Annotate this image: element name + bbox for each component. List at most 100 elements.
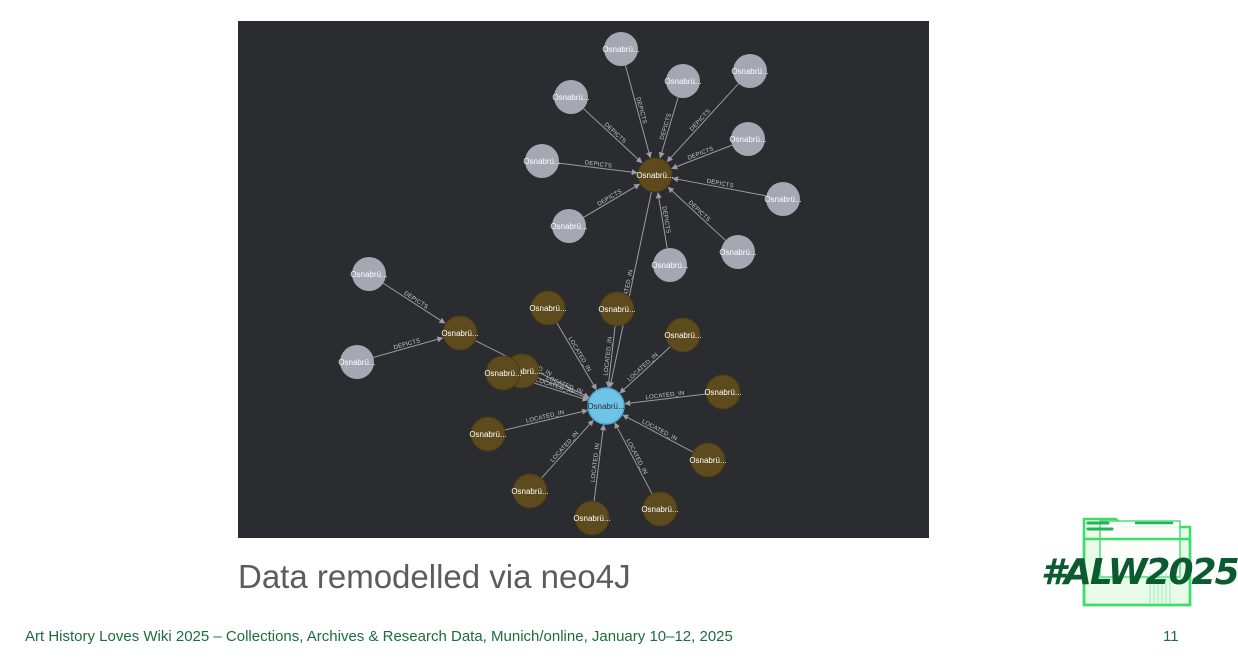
node-label: Osnabrü... — [731, 67, 768, 76]
edge-hub-top-to-center[interactable] — [608, 191, 652, 389]
graph-node-b6[interactable]: Osnabrü... — [469, 416, 507, 452]
node-label: Osnabrü... — [729, 135, 766, 144]
edge-label-located_in: LOCATED_IN — [550, 431, 581, 464]
edge-label-depicts: DEPICTS — [687, 200, 711, 223]
graph-node-t5[interactable]: Osnabrü... — [729, 122, 767, 156]
edge-label-located_in: LOCATED_IN — [645, 391, 685, 402]
node-circle — [552, 209, 586, 243]
graph-node-t2[interactable]: Osnabrü... — [664, 64, 702, 98]
edge-b8-to-center[interactable] — [540, 419, 594, 479]
graph-node-t7[interactable]: Osnabrü... — [764, 182, 802, 216]
edge-t9-to-hub-top[interactable] — [667, 186, 726, 241]
node-circle — [705, 374, 741, 410]
graph-node-b7[interactable]: Osnabrü... — [689, 442, 727, 478]
node-circle — [485, 355, 521, 391]
graph-node-b2[interactable]: Osnabrü... — [598, 291, 636, 327]
node-circle — [512, 473, 548, 509]
graph-node-b8[interactable]: Osnabrü... — [511, 473, 549, 509]
graph-node-b3[interactable]: Osnabrü... — [664, 317, 702, 353]
edge-b5-to-center[interactable] — [624, 393, 707, 407]
node-circle — [731, 122, 765, 156]
edge-t3-to-hub-top[interactable] — [666, 83, 739, 163]
edge-label-depicts: DEPICTS — [393, 338, 421, 351]
graph-node-l2[interactable]: Osnabrü... — [338, 345, 376, 379]
node-label: Osnabrü... — [587, 402, 624, 411]
node-label: Osnabrü... — [764, 195, 801, 204]
edge-b7-to-center[interactable] — [622, 414, 694, 453]
graph-node-b9[interactable]: Osnabrü... — [641, 491, 679, 527]
node-label: Osnabrü... — [469, 430, 506, 439]
graph-node-l1[interactable]: Osnabrü... — [350, 257, 388, 291]
edge-t5-to-hub-top[interactable] — [671, 144, 733, 170]
node-label: Osnabrü... — [689, 456, 726, 465]
graph-node-t9[interactable]: Osnabrü... — [719, 235, 757, 269]
node-circle — [642, 491, 678, 527]
node-circle — [690, 442, 726, 478]
node-label: Osnabrü... — [552, 93, 589, 102]
edge-t10-to-hub-top[interactable] — [655, 192, 668, 249]
hashtag-label: #ALW2025 — [1041, 552, 1238, 593]
graph-node-t10[interactable]: Osnabrü... — [651, 248, 689, 282]
edge-label-located_in: LOCATED_IN — [627, 352, 660, 383]
page-number: 11 — [1163, 628, 1179, 645]
node-circle — [574, 500, 610, 536]
edge-label-depicts: DEPICTS — [584, 160, 612, 169]
node-label: Osnabrü... — [350, 270, 387, 279]
edge-label-located_in: LOCATED_IN — [624, 438, 648, 476]
edge-t4-to-hub-top[interactable] — [583, 108, 643, 164]
graph-node-hub-top[interactable]: Osnabrü... — [636, 157, 674, 193]
edge-b1-to-center[interactable] — [556, 322, 597, 391]
node-label: Osnabrü... — [602, 45, 639, 54]
edge-b9-to-center[interactable] — [614, 422, 653, 495]
edge-b6-to-center[interactable] — [504, 408, 589, 431]
graph-node-b10[interactable]: Osnabrü... — [573, 500, 611, 536]
edge-b10-to-center[interactable] — [593, 424, 606, 502]
slide-footer: Art History Loves Wiki 2025 – Collection… — [25, 628, 733, 645]
graph-node-center[interactable]: Osnabrü... — [587, 387, 625, 425]
edge-t6-to-hub-top[interactable] — [558, 162, 638, 176]
edge-l1-to-hub-left[interactable] — [382, 282, 446, 324]
node-circle — [530, 290, 566, 326]
edge-label-depicts: DEPICTS — [660, 206, 670, 234]
edge-b4-to-center[interactable] — [537, 377, 590, 400]
node-circle — [604, 32, 638, 66]
edge-label-depicts: DEPICTS — [706, 179, 734, 190]
node-circle — [554, 80, 588, 114]
edge-t2-to-hub-top[interactable] — [658, 97, 679, 159]
node-circle — [653, 248, 687, 282]
node-label: Osnabrü... — [511, 487, 548, 496]
graph-node-b5[interactable]: Osnabrü... — [704, 374, 742, 410]
node-label: Osnabrü... — [704, 388, 741, 397]
edge-b2-to-center[interactable] — [605, 325, 616, 388]
node-circle — [525, 144, 559, 178]
edge-label-depicts: DEPICTS — [687, 146, 715, 161]
edge-t7-to-hub-top[interactable] — [672, 176, 767, 197]
edge-t8-to-hub-top[interactable] — [583, 183, 641, 218]
node-label: Osnabrü... — [664, 331, 701, 340]
graph-node-t8[interactable]: Osnabrü... — [550, 209, 588, 243]
node-label: Osnabrü... — [529, 304, 566, 313]
nodes-layer: Osnabrü... Osnabrü... Osnabrü... Osnabrü...… — [338, 32, 802, 536]
graph-node-t6[interactable]: Osnabrü... — [523, 144, 561, 178]
edge-t1-to-hub-top[interactable] — [624, 65, 652, 159]
node-circle — [340, 345, 374, 379]
node-circle — [352, 257, 386, 291]
edge-label-depicts: DEPICTS — [597, 189, 624, 208]
edge-b3-to-center[interactable] — [619, 346, 671, 394]
graph-node-t1[interactable]: Osnabrü... — [602, 32, 640, 66]
graph-node-t4[interactable]: Osnabrü... — [552, 80, 590, 114]
edge-label-depicts: DEPICTS — [403, 291, 429, 311]
node-label: Osnabrü... — [338, 358, 375, 367]
graph-visualization-panel: DEPICTS DEPICTS DEPICTS DEPICTS DEPICTS DEPIC… — [238, 21, 929, 538]
edges-layer: DEPICTS DEPICTS DEPICTS DEPICTS DEPICTS DEPIC… — [373, 65, 767, 502]
edge-l2-to-hub-left[interactable] — [373, 336, 444, 358]
node-label: Osnabrü... — [441, 329, 478, 338]
graph-node-t3[interactable]: Osnabrü... — [731, 54, 769, 88]
node-circle — [599, 291, 635, 327]
graph-canvas: DEPICTS DEPICTS DEPICTS DEPICTS DEPICTS DEPIC… — [338, 32, 802, 536]
edge-label-depicts: DEPICTS — [689, 108, 712, 132]
graph-node-b11[interactable]: Osnabrü... — [484, 355, 522, 391]
graph-node-b1[interactable]: Osnabrü... — [529, 290, 567, 326]
graph-node-hub-left[interactable]: Osnabrü... — [441, 315, 479, 351]
edge-label-depicts: DEPICTS — [659, 113, 673, 141]
